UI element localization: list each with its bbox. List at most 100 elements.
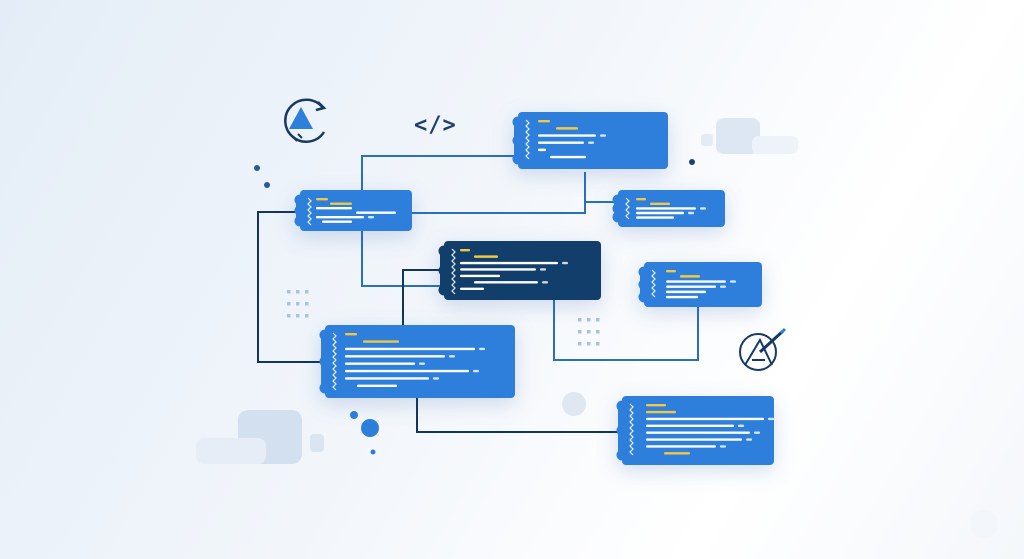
- gutter-marks: [629, 403, 634, 456]
- card-port-strip: [296, 196, 304, 225]
- code-token: [746, 438, 752, 441]
- deco-square: [196, 438, 266, 464]
- code-token: [449, 355, 455, 358]
- code-line: [666, 270, 676, 273]
- grid-dot: [287, 302, 291, 306]
- code-line: [646, 417, 764, 421]
- code-token: [730, 280, 736, 283]
- deco-square: [716, 118, 760, 154]
- code-line: [460, 287, 484, 290]
- code-token: [738, 424, 744, 428]
- code-line: [474, 281, 538, 284]
- code-card: [319, 325, 515, 398]
- triangle-in-circular-arrows-icon: [284, 98, 327, 143]
- connector-line: [402, 269, 440, 326]
- code-line: [345, 333, 357, 336]
- code-card: [294, 190, 412, 231]
- code-tag-icon: </>: [414, 113, 457, 138]
- connector-line: [416, 398, 625, 433]
- deco-dot: [264, 182, 270, 188]
- code-card-body: [518, 112, 668, 169]
- gutter-marks: [332, 332, 337, 391]
- code-line: [646, 404, 666, 407]
- code-line: [356, 211, 396, 214]
- code-line: [680, 275, 700, 278]
- code-line: [646, 438, 742, 441]
- code-token: [688, 211, 694, 215]
- code-token: [700, 207, 706, 210]
- code-card-body: [622, 396, 774, 465]
- code-token: [754, 431, 760, 434]
- grid-dot: [587, 318, 591, 322]
- grid-dot: [578, 342, 582, 346]
- code-line: [636, 216, 674, 219]
- code-token: [473, 369, 479, 373]
- deco-dot: [350, 411, 358, 419]
- code-line: [650, 202, 670, 205]
- code-line: [474, 255, 498, 258]
- code-line: [666, 290, 706, 294]
- code-line: [316, 198, 328, 201]
- code-line: [636, 207, 696, 210]
- code-card-body: [644, 262, 762, 307]
- code-line: [538, 120, 550, 123]
- code-line: [345, 355, 445, 358]
- code-token: [433, 377, 439, 380]
- card-port-strip: [618, 402, 626, 459]
- code-line: [322, 220, 352, 223]
- deco-square: [310, 434, 324, 452]
- code-line: [345, 362, 415, 365]
- grid-dot: [578, 318, 582, 322]
- grid-dot: [596, 342, 600, 346]
- code-card: [512, 112, 668, 169]
- gutter-marks: [307, 197, 312, 226]
- code-token: [540, 268, 546, 271]
- code-token: [479, 347, 485, 351]
- deco-dot: [361, 419, 379, 437]
- code-line: [636, 198, 646, 201]
- code-token: [768, 417, 774, 421]
- code-line: [460, 274, 500, 278]
- code-line: [646, 445, 716, 448]
- compass-pencil-icon: [739, 327, 787, 371]
- card-port-strip: [440, 247, 448, 294]
- connector-line: [553, 300, 699, 361]
- code-line: [460, 261, 558, 265]
- grid-dot: [287, 314, 291, 318]
- card-port-strip: [614, 196, 622, 221]
- code-line: [357, 384, 397, 388]
- card-port-strip: [640, 268, 648, 301]
- grid-dot: [296, 290, 300, 294]
- grid-dot: [296, 302, 300, 306]
- code-cards: [294, 112, 774, 465]
- code-line: [345, 347, 475, 351]
- code-line: [664, 452, 690, 455]
- deco-circle: [562, 392, 586, 416]
- code-token: [368, 216, 374, 219]
- background-decorations: [196, 118, 998, 538]
- code-line: [556, 127, 578, 130]
- code-card: [638, 262, 762, 307]
- grid-dot: [596, 318, 600, 322]
- deco-square: [701, 134, 713, 146]
- code-line: [666, 295, 698, 299]
- grid-dot: [305, 302, 309, 306]
- code-line: [646, 431, 750, 434]
- connector-line: [412, 172, 586, 214]
- grid-dot: [578, 330, 582, 334]
- code-card: [616, 396, 774, 465]
- code-line: [460, 268, 536, 271]
- code-token: [419, 362, 425, 365]
- grid-dot: [305, 290, 309, 294]
- code-card: [612, 190, 725, 227]
- dot-grid: [578, 318, 600, 346]
- code-line: [666, 285, 716, 288]
- code-line: [538, 148, 546, 152]
- connector-line: [361, 230, 440, 287]
- code-token: [600, 134, 606, 137]
- code-line: [666, 280, 726, 283]
- code-line: [316, 216, 364, 219]
- deco-square: [752, 136, 798, 154]
- connector-line: [257, 211, 326, 363]
